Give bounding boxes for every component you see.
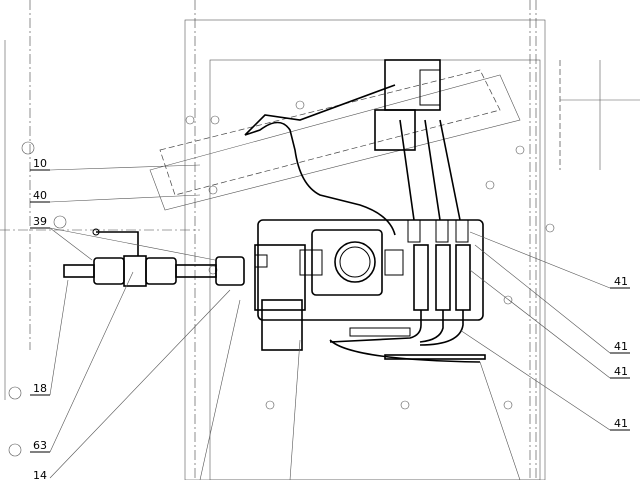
callout-41-d: 41 <box>610 417 630 431</box>
callout-label: 14 <box>33 469 47 480</box>
callout-41-c: 41 <box>610 365 630 379</box>
manifold-block <box>254 219 484 351</box>
callout-label: 41 <box>614 340 628 353</box>
ball-valve-assembly <box>63 228 245 287</box>
callout-63: 63 <box>30 439 50 453</box>
callout-label: 63 <box>33 439 47 452</box>
bolt-holes <box>8 100 555 457</box>
callout-label: 39 <box>33 215 47 228</box>
callout-label: 41 <box>614 275 628 288</box>
callout-label: 10 <box>33 157 47 170</box>
callout-label: 40 <box>33 189 47 202</box>
callout-41-b: 41 <box>610 340 630 354</box>
callout-39: 39 <box>30 215 50 229</box>
leader-lines <box>49 164 611 480</box>
callout-18: 18 <box>30 382 50 396</box>
callout-label: 41 <box>614 365 628 378</box>
callout-10: 10 <box>30 157 50 171</box>
callout-label: 18 <box>33 382 47 395</box>
callout-label: 41 <box>614 417 628 430</box>
callout-40: 40 <box>30 189 50 203</box>
tube-fittings <box>244 59 486 363</box>
callout-41-a: 41 <box>610 275 630 289</box>
callout-14: 14 <box>33 469 47 480</box>
